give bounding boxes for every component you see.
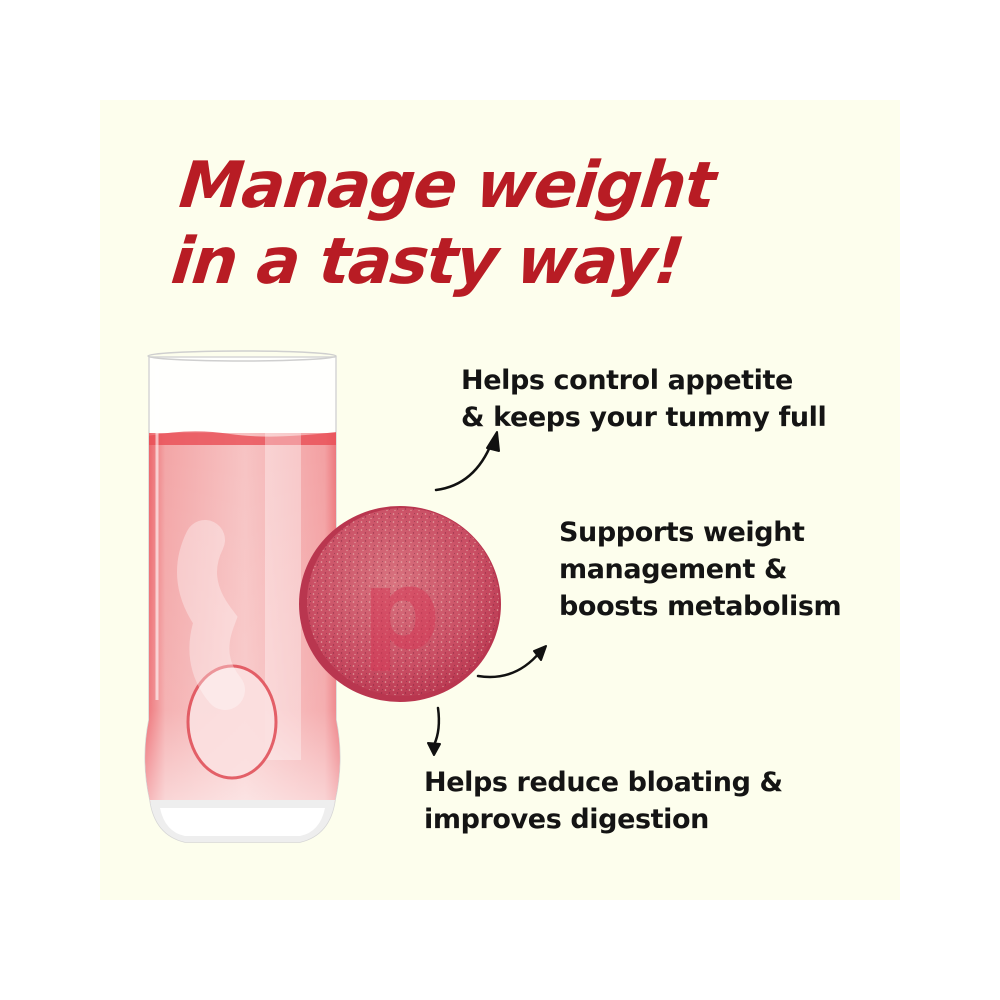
benefit-digestion: Helps reduce bloating & improves digesti… [424,764,783,838]
benefit-metabolism: Supports weight management & boosts meta… [559,514,842,625]
benefit-line: improves digestion [424,804,709,835]
benefit-line: Helps reduce bloating & [424,767,783,798]
benefit-line: & keeps your tummy full [461,402,827,433]
tablet-logo: p [362,546,441,674]
benefit-line: management & [559,554,788,585]
benefit-line: Supports weight [559,517,805,548]
benefit-line: boosts metabolism [559,591,842,622]
benefit-appetite-control: Helps control appetite & keeps your tumm… [461,362,827,436]
effervescent-tablet: p [299,506,501,702]
benefit-line: Helps control appetite [461,365,793,396]
